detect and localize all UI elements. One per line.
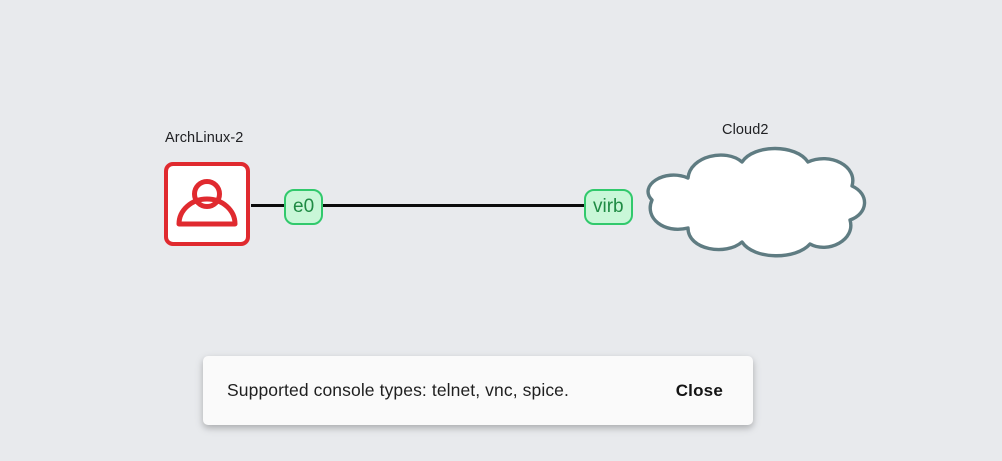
interface-badge-virb[interactable]: virb: [584, 189, 633, 225]
snackbar-close-button[interactable]: Close: [670, 377, 729, 405]
node-cloud2[interactable]: [630, 142, 870, 258]
node-archlinux-2[interactable]: [164, 162, 250, 246]
topology-link-line[interactable]: [251, 204, 603, 207]
snackbar-message: Supported console types: telnet, vnc, sp…: [227, 380, 569, 400]
node-label-archlinux-2: ArchLinux-2: [165, 130, 244, 146]
user-icon: [168, 166, 246, 242]
interface-badge-e0[interactable]: e0: [284, 189, 324, 225]
cloud-icon: [630, 146, 870, 262]
snackbar: Supported console types: telnet, vnc, sp…: [203, 356, 753, 425]
node-label-cloud2: Cloud2: [722, 122, 769, 138]
